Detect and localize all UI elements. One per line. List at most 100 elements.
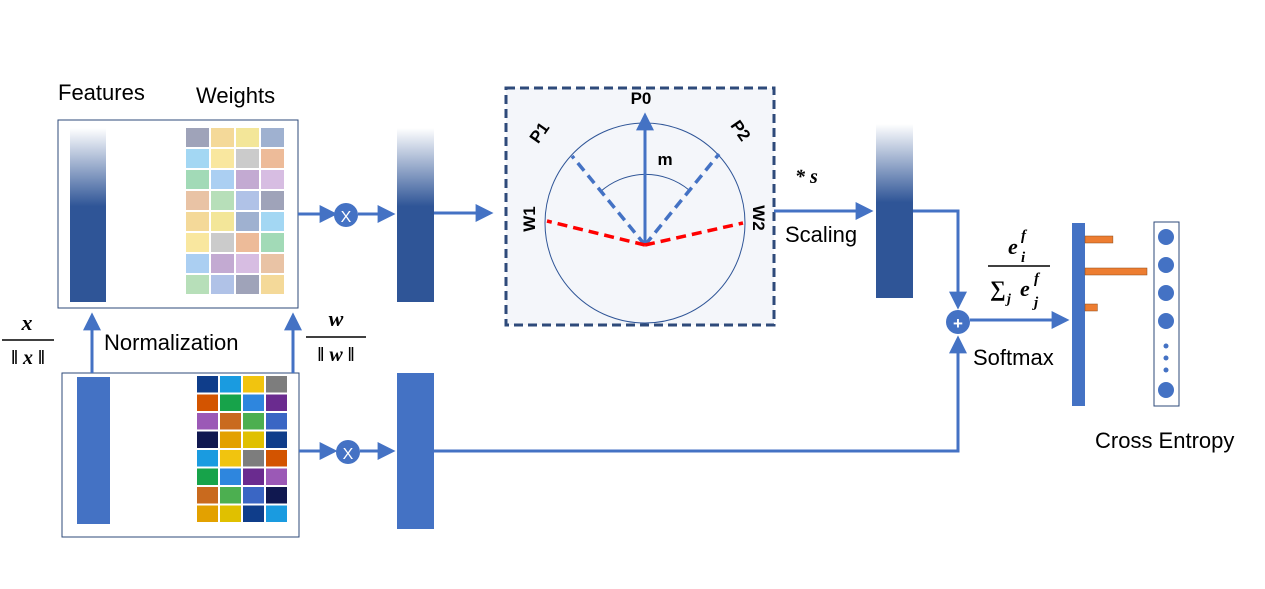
weight-cell [211,128,234,147]
w2-label: W2 [749,205,768,231]
add-symbol: + [953,314,963,333]
weight-cell [261,170,284,189]
weight-cell [236,170,259,189]
weight-cell [236,233,259,252]
weight-cell [261,128,284,147]
w-norm-denominator: ‖ w ‖ [317,344,354,366]
weight-cell [220,487,241,504]
ellipsis-dot-icon [1163,343,1169,349]
weight-cell [197,468,218,485]
weight-cell [261,191,284,210]
w1-vector [546,219,646,247]
softmax-num-sup: f [1021,228,1028,244]
weight-cell [197,431,218,448]
weight-cell [211,254,234,273]
softmax-den-sub: j [1032,295,1039,311]
multiply-symbol: X [341,209,352,226]
weight-cell [220,376,241,393]
weight-cell [261,275,284,294]
weight-cell [266,431,287,448]
weight-cell [266,413,287,430]
weight-cell [211,170,234,189]
weight-cell [236,191,259,210]
softmax-sum-sub: j [1005,292,1011,307]
features-label: Features [58,80,145,105]
weight-cell [220,505,241,522]
weight-cell [186,212,209,231]
w-norm-numerator: w [329,306,344,331]
weight-cell [266,376,287,393]
scaled-to-adder-arrow [913,209,967,310]
normalized-weight-matrix [186,128,284,294]
p0-label: P0 [631,89,652,108]
weight-cell [266,394,287,411]
weight-cell [243,394,264,411]
cosine-logit-vector [397,128,434,302]
weight-cell [243,431,264,448]
softmax-den-sup: f [1034,271,1041,287]
weight-cell [197,394,218,411]
weight-cell [243,468,264,485]
weight-cell [236,149,259,168]
weight-cell [186,254,209,273]
raw-logit-vector [397,373,434,529]
scale-factor-label: * s [795,166,818,188]
weight-cell [186,170,209,189]
weight-cell [243,505,264,522]
ellipsis-dot-icon [1163,355,1169,361]
raw-feature-vector [77,377,110,524]
weight-cell [197,413,218,430]
weight-cell [236,254,259,273]
probability-bar [1084,235,1114,244]
raw-to-adder-arrow [434,335,967,453]
p2-vector [643,152,721,247]
weight-cell [211,149,234,168]
weight-cell [186,128,209,147]
w1-label: W1 [520,206,539,232]
weight-cell [211,191,234,210]
weight-cell [266,450,287,467]
decision-circle-group [544,112,746,324]
weight-cell [261,212,284,231]
weight-cell [186,149,209,168]
weight-cell [236,212,259,231]
weight-cell [186,233,209,252]
softmax-output-vector [1072,223,1085,406]
weight-cell [236,128,259,147]
output-node-icon [1158,229,1174,245]
output-node-icon [1158,313,1174,329]
weight-cell [186,191,209,210]
add-icon [946,310,970,334]
x-norm-numerator: x [21,310,33,335]
weight-cell [261,254,284,273]
weight-cell [266,505,287,522]
softmax-formula: e f i ∑ j e f j [988,228,1050,311]
output-node-icon [1158,285,1174,301]
output-node-icon [1158,382,1174,398]
normalized-feature-vector [70,128,106,302]
raw-multiply-icon [336,440,360,464]
raw-multiply-symbol: X [343,446,354,463]
softmax-num-sub: i [1021,250,1026,266]
weight-cell [186,275,209,294]
weights-label: Weights [196,83,275,108]
weight-cell [220,431,241,448]
weight-cell [236,275,259,294]
multiply-icon [334,203,358,227]
weight-cell [261,149,284,168]
softmax-label: Softmax [973,345,1054,370]
weight-cell [243,376,264,393]
weight-cell [243,450,264,467]
weight-cell [266,468,287,485]
margin-label: m [657,150,672,169]
weight-cell [197,505,218,522]
weight-cell [220,413,241,430]
softmax-den-base: e [1020,276,1030,301]
raw-weight-matrix [197,376,287,522]
weight-cell [197,376,218,393]
probability-bars [1084,235,1148,312]
weight-cell [211,275,234,294]
weight-cell [243,487,264,504]
weight-cell [261,233,284,252]
